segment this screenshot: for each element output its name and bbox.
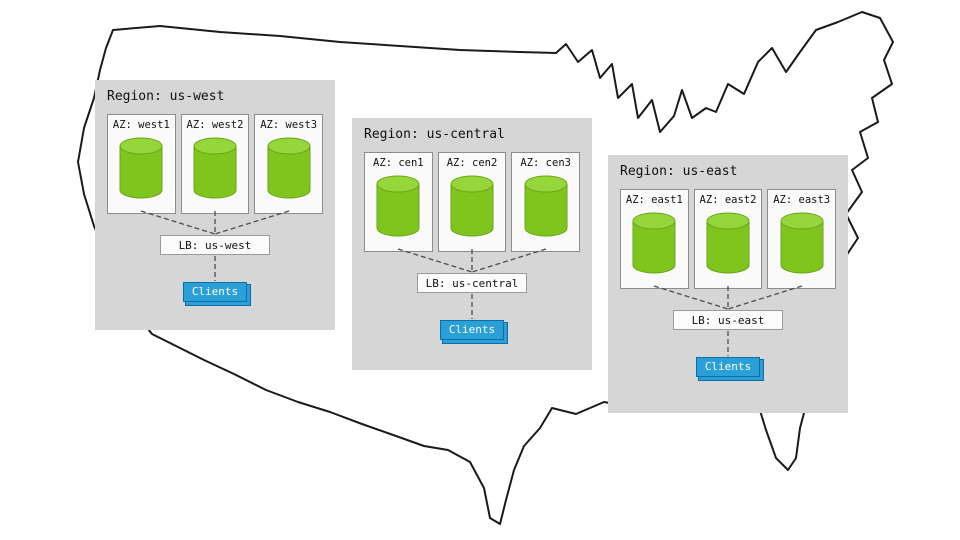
region-us-west: Region: us-west AZ: west1 AZ: west2 AZ: … [95,80,335,330]
region-title: Region: us-west [107,89,225,104]
az-box: AZ: east2 [693,189,763,289]
region-us-east: Region: us-east AZ: east1 AZ: east2 AZ: … [608,155,848,413]
clients-node: Clients [183,282,247,302]
az-label: AZ: cen2 [446,157,498,169]
az-box: AZ: east1 [620,189,689,289]
az-label: AZ: cen3 [520,157,571,169]
az-box: AZ: cen1 [364,152,433,252]
az-row: AZ: cen1 AZ: cen2 AZ: cen3 [364,152,581,252]
database-cylinder-icon [632,212,676,274]
region-title: Region: us-east [620,164,738,179]
database-cylinder-icon [119,137,163,199]
az-label: AZ: west3 [260,119,318,131]
az-box: AZ: cen3 [511,152,581,252]
clients-node: Clients [696,357,760,377]
az-label: AZ: west2 [186,119,244,131]
clients-node: Clients [440,320,504,340]
az-row: AZ: west1 AZ: west2 AZ: west3 [107,114,324,214]
database-cylinder-icon [376,175,420,237]
load-balancer: LB: us-central [417,273,527,293]
load-balancer: LB: us-west [160,235,270,255]
database-cylinder-icon [524,175,568,237]
database-cylinder-icon [450,175,494,237]
az-box: AZ: west2 [180,114,250,214]
az-box: AZ: east3 [767,189,837,289]
az-label: AZ: cen1 [373,157,424,169]
az-label: AZ: east3 [773,194,831,206]
az-box: AZ: west3 [254,114,324,214]
az-label: AZ: east1 [625,194,683,206]
region-title: Region: us-central [364,127,505,142]
az-row: AZ: east1 AZ: east2 AZ: east3 [620,189,837,289]
load-balancer: LB: us-east [673,310,783,330]
az-label: AZ: west1 [112,119,170,131]
az-box: AZ: cen2 [437,152,507,252]
region-us-central: Region: us-central AZ: cen1 AZ: cen2 AZ:… [352,118,592,370]
az-label: AZ: east2 [699,194,757,206]
database-cylinder-icon [706,212,750,274]
database-cylinder-icon [780,212,824,274]
database-cylinder-icon [267,137,311,199]
database-cylinder-icon [193,137,237,199]
az-box: AZ: west1 [107,114,176,214]
